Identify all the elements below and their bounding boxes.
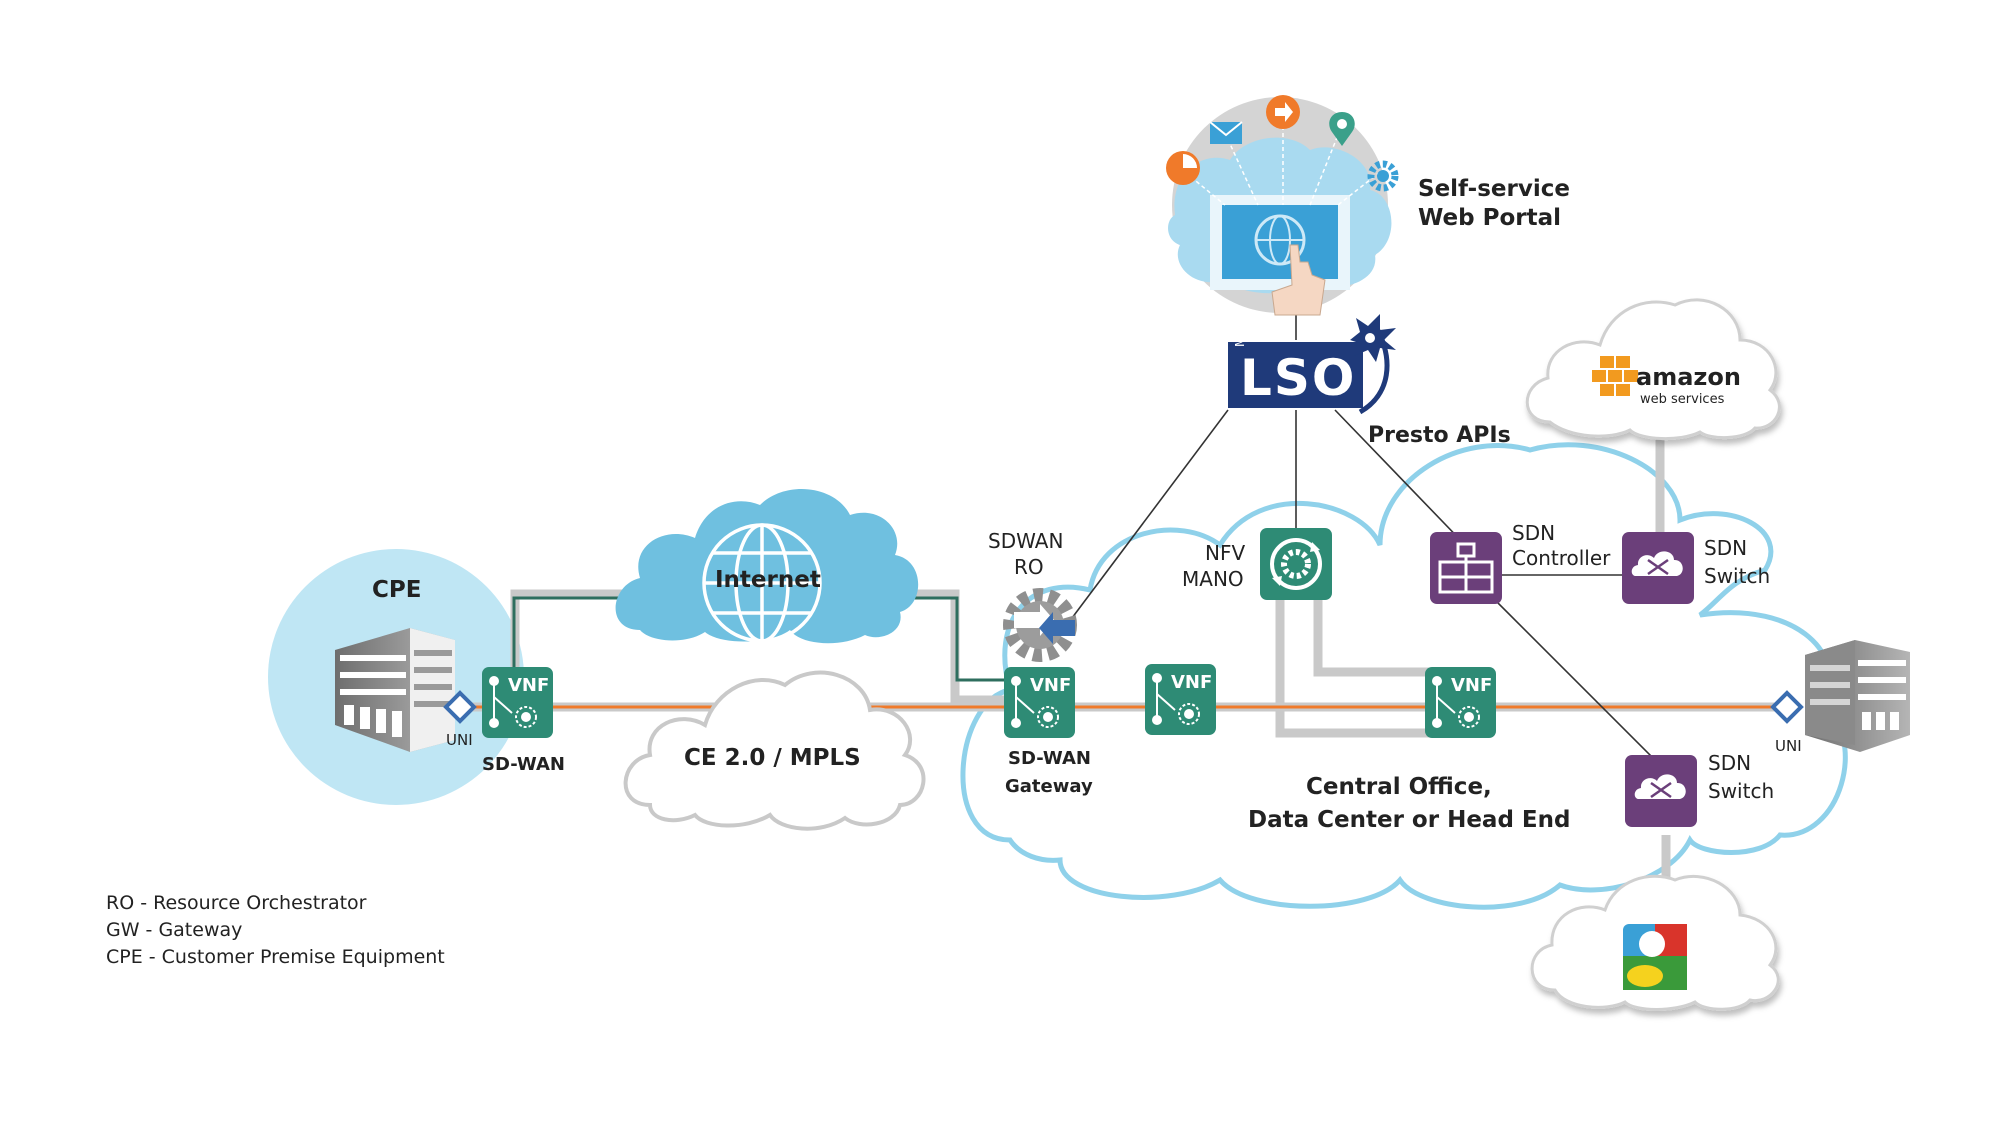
uni-right-label: UNI [1775, 737, 1802, 755]
sdn-switch-top-label-1: SDN [1704, 536, 1747, 560]
legend-item-cpe: CPE - Customer Premise Equipment [106, 946, 445, 968]
sdwan-ro-label-2: RO [1014, 555, 1044, 579]
cpe-building-icon [335, 628, 455, 752]
legend-item-ro: RO - Resource Orchestrator [106, 892, 367, 914]
sdn-switch-top-label-2: Switch [1704, 564, 1770, 588]
amazon-label: amazon [1636, 363, 1741, 391]
svg-text:VNF: VNF [1030, 675, 1071, 696]
cpe-label: CPE [372, 577, 421, 603]
web-portal-illustration [1166, 95, 1399, 316]
uni-left-icon [443, 690, 477, 724]
nfv-mano-icon [1260, 528, 1332, 600]
mpls-cloud [623, 670, 926, 831]
sdn-controller-icon [1430, 532, 1502, 604]
legend: RO - Resource Orchestrator GW - Gateway … [106, 890, 445, 971]
api-lines [1071, 310, 1666, 771]
aws-boxes-icon [1592, 356, 1638, 396]
gateway-label-2: Gateway [1005, 776, 1093, 797]
aws-cloud [1525, 298, 1781, 441]
vnf-gateway-icon: VNF [1004, 667, 1075, 738]
uni-right-icon [1770, 690, 1804, 724]
gateway-label-1: SD-WAN [1008, 748, 1091, 769]
nfv-label-1: NFV [1205, 541, 1245, 565]
sdwan-ro-label-1: SDWAN [988, 529, 1063, 553]
google-icon [1623, 924, 1687, 990]
internet-links [512, 596, 1012, 682]
right-building-icon [1805, 640, 1910, 752]
sdn-controller-label-2: Controller [1512, 546, 1611, 570]
central-office-label-1: Central Office, [1306, 774, 1492, 800]
lso-text: LSO [1240, 349, 1356, 407]
uni-left-label: UNI [446, 731, 473, 749]
sdn-switch-bottom-label-2: Switch [1708, 779, 1774, 803]
sdn-switch-bottom-icon [1625, 755, 1697, 827]
svg-text:VNF: VNF [508, 675, 549, 696]
gear-icon [1367, 160, 1399, 192]
web-portal-label: Web Portal [1418, 205, 1561, 231]
mef-lso-logo: MEF LSO [1228, 314, 1396, 415]
sdn-switch-top-icon [1622, 532, 1694, 604]
central-office-label-2: Data Center or Head End [1248, 807, 1570, 833]
vnf-sdwan-icon: VNF [482, 667, 553, 738]
legend-item-gw: GW - Gateway [106, 919, 243, 941]
internet-label: Internet [715, 567, 821, 593]
mpls-label: CE 2.0 / MPLS [684, 745, 861, 771]
sdwan-ro-gear-icon [1003, 588, 1077, 662]
vnf-datacenter-icon: VNF [1425, 667, 1496, 738]
presto-apis-label: Presto APIs [1368, 423, 1511, 448]
svg-text:VNF: VNF [1451, 675, 1492, 696]
mef-text: MEF [1233, 322, 1247, 347]
sdn-controller-label-1: SDN [1512, 521, 1555, 545]
nfv-label-2: MANO [1182, 567, 1244, 591]
internet-cloud [615, 488, 919, 644]
vnf-central-icon: VNF [1145, 664, 1216, 735]
self-service-label: Self-service [1418, 176, 1570, 202]
sdwan-label: SD-WAN [482, 754, 565, 775]
web-services-label: web services [1640, 392, 1725, 407]
svg-text:VNF: VNF [1171, 672, 1212, 693]
sdn-switch-bottom-label-1: SDN [1708, 751, 1751, 775]
globe-icon [702, 523, 822, 643]
